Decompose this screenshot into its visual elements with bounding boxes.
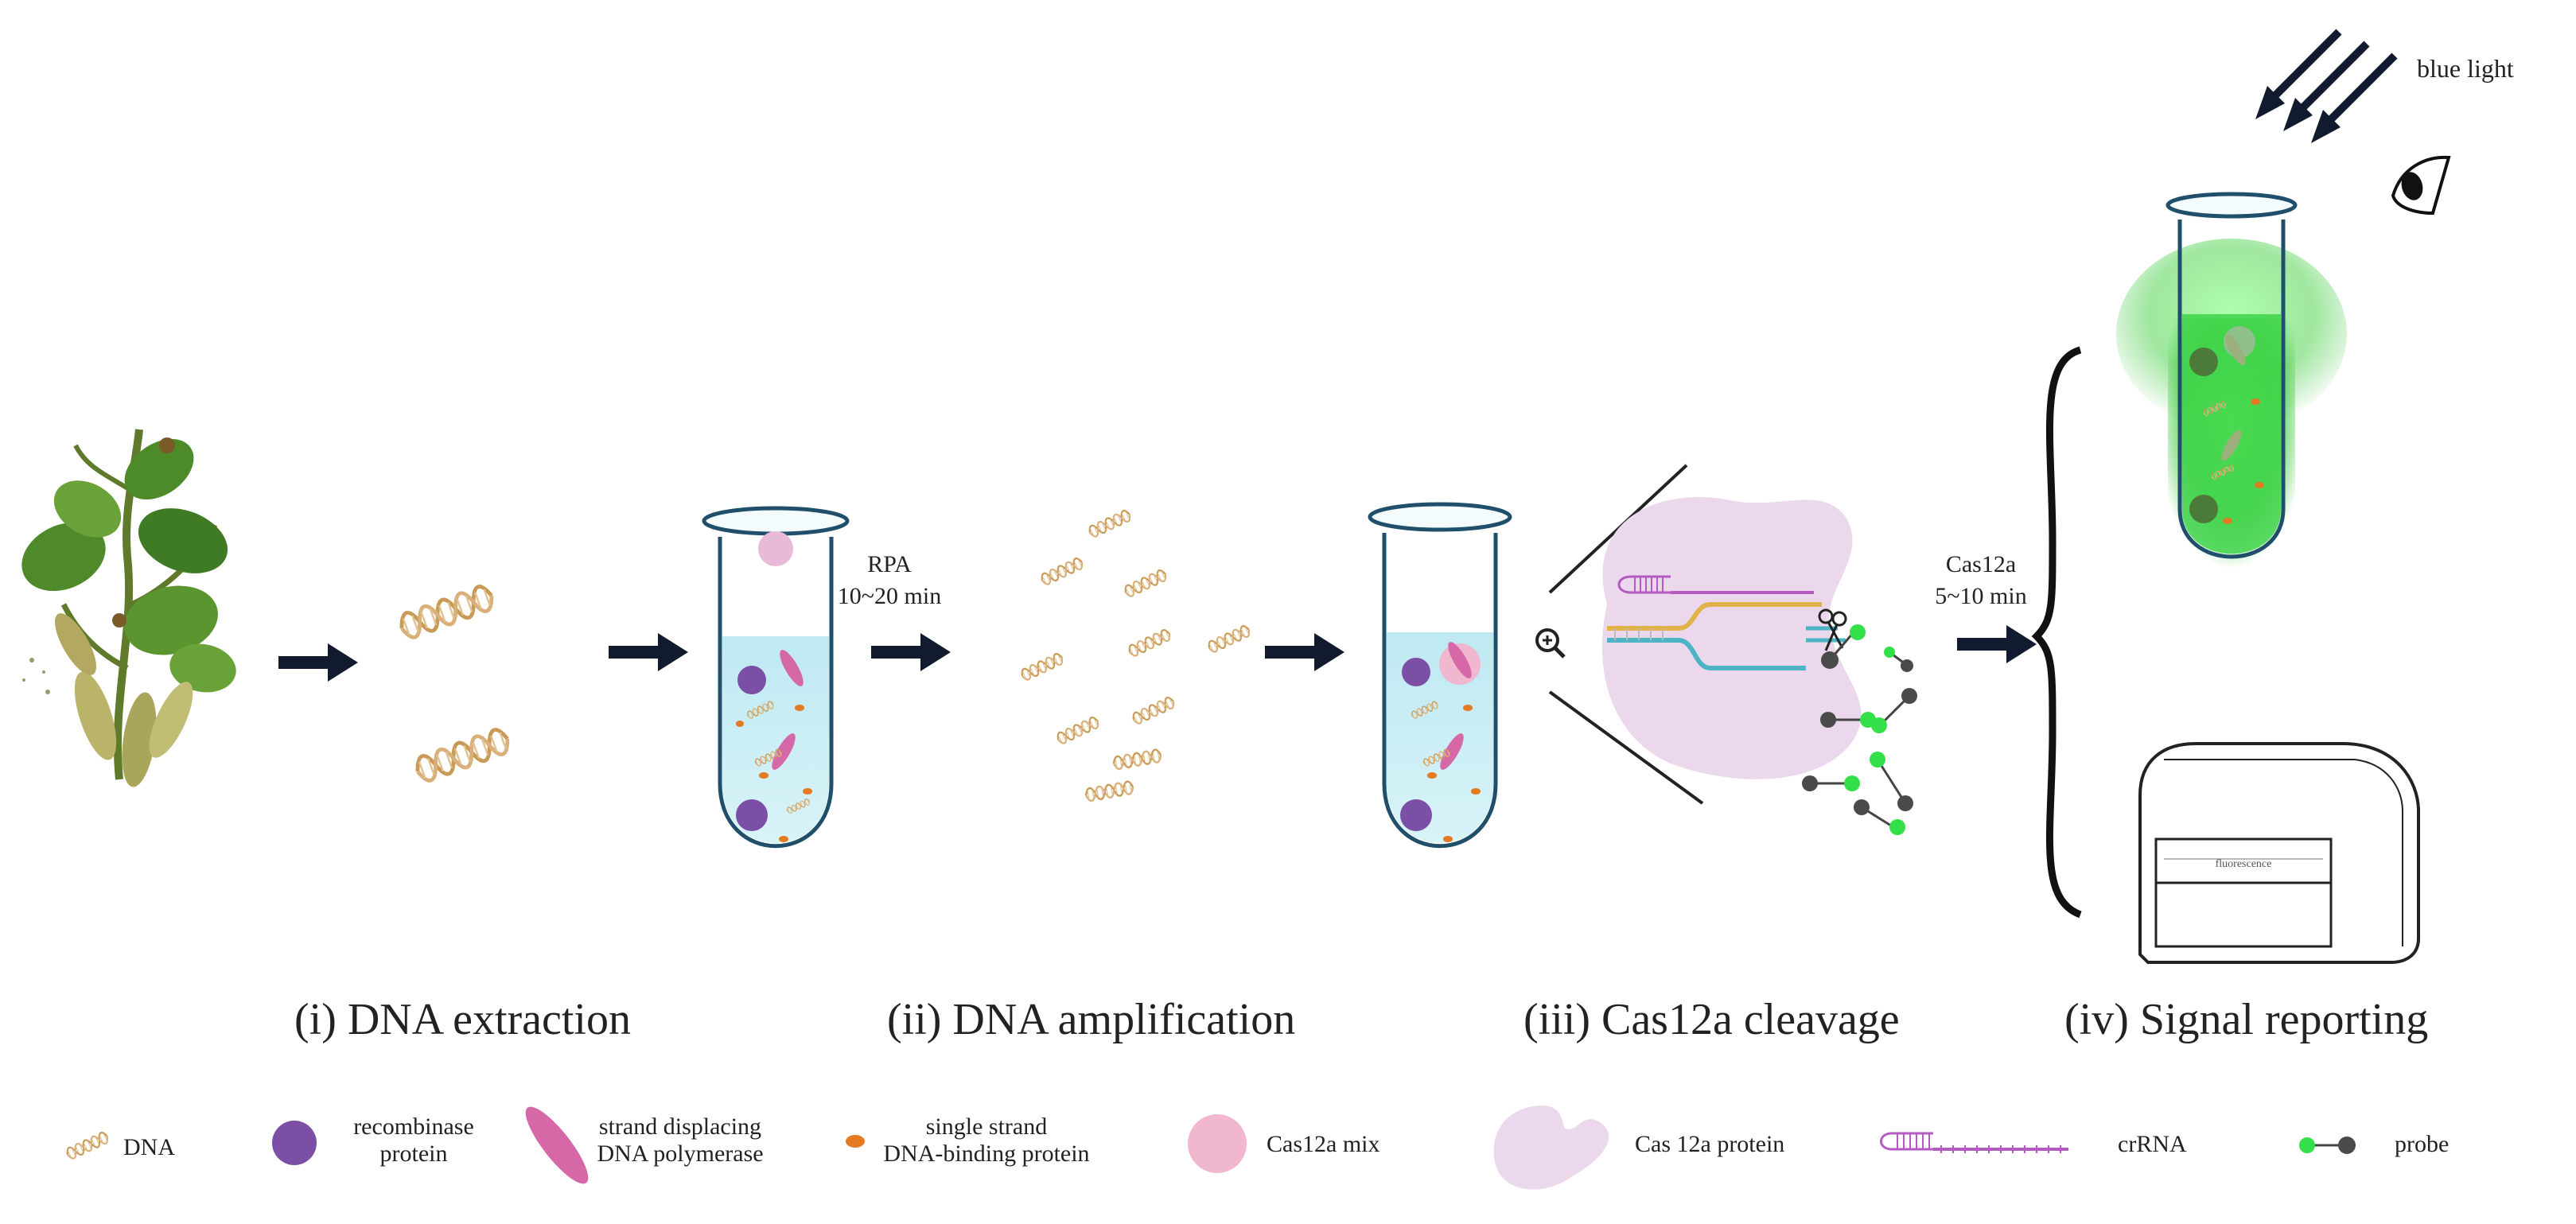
rpa-condition-label: RPA 10~20 min xyxy=(834,549,945,612)
legend-recombinase-line2: protein xyxy=(379,1140,448,1167)
zoom-in-icon xyxy=(1535,628,1566,659)
cas12a-condition-label: Cas12a 5~10 min xyxy=(1921,549,2041,612)
scissors-icon xyxy=(1818,608,1847,651)
rpa-time-label: 10~20 min xyxy=(837,583,942,609)
legend-crrna-icon xyxy=(1880,1132,2068,1153)
process-arrow-3 xyxy=(871,633,951,671)
legend-cas12a-protein-label: Cas 12a protein xyxy=(1635,1131,1785,1157)
process-arrow-4 xyxy=(1265,633,1344,671)
legend-recombinase-line1: recombinase xyxy=(353,1113,474,1140)
legend-polymerase-line2: DNA polymerase xyxy=(597,1140,764,1167)
legend-ssb-line2: DNA-binding protein xyxy=(883,1140,1090,1167)
soybean-plant-image xyxy=(21,429,236,787)
fluorescent-tube-icon xyxy=(2116,192,2347,569)
reaction-tube-icon xyxy=(702,506,850,849)
legend-cas12a-mix-icon xyxy=(1188,1114,1247,1173)
legend-recombinase-icon xyxy=(272,1121,317,1165)
eye-icon xyxy=(2391,155,2451,216)
legend-recombinase-label: recombinase protein xyxy=(334,1113,493,1168)
probe-molecules xyxy=(1802,624,1917,835)
legend-crrna-label: crRNA xyxy=(2118,1131,2187,1157)
step-3-title: (iii) Cas12a cleavage xyxy=(1523,995,1900,1044)
legend-probe-label: probe xyxy=(2395,1131,2450,1157)
process-arrow-1 xyxy=(278,643,358,682)
legend-ssb-icon xyxy=(846,1135,865,1148)
device-brand-text: fluorescence xyxy=(2216,858,2272,870)
step-4-title: (iv) Signal reporting xyxy=(2064,995,2429,1044)
cas12a-time-label: 5~10 min xyxy=(1935,583,2027,609)
process-arrow-2 xyxy=(609,633,688,671)
legend-icons xyxy=(64,1105,2356,1190)
legend-polymerase-label: strand displacing DNA polymerase xyxy=(585,1113,776,1168)
rpa-label: RPA xyxy=(867,551,912,577)
cas12a-cleavage-zoom xyxy=(1535,464,1917,835)
cas12a-label: Cas12a xyxy=(1945,551,2017,577)
fluorescence-reader-device xyxy=(2138,742,2420,964)
legend-dna-icon xyxy=(64,1129,111,1161)
legend-ssb-line1: single strand xyxy=(925,1113,1048,1140)
outcome-bracket xyxy=(2031,346,2082,919)
blue-light-label: blue light xyxy=(2417,54,2514,83)
legend-ssb-label: single strand DNA-binding protein xyxy=(863,1113,1110,1168)
legend-probe-icon xyxy=(2299,1137,2356,1154)
legend-cas12a-mix-label: Cas12a mix xyxy=(1267,1131,1380,1157)
step-1-title: (i) DNA extraction xyxy=(294,995,631,1044)
process-arrow-5 xyxy=(1957,625,2037,663)
extracted-dna-icon xyxy=(397,584,512,783)
amplified-dna-icon xyxy=(1018,507,1253,803)
legend-cas12a-protein-icon xyxy=(1493,1105,1609,1190)
reaction-tube-with-cas12a-icon xyxy=(1368,502,1512,849)
legend-polymerase-line1: strand displacing xyxy=(598,1113,762,1140)
legend-polymerase-icon xyxy=(525,1106,589,1184)
step-2-title: (ii) DNA amplification xyxy=(887,995,1296,1044)
legend-dna-label: DNA xyxy=(123,1134,175,1160)
blue-light-arrows-icon xyxy=(2255,29,2398,143)
